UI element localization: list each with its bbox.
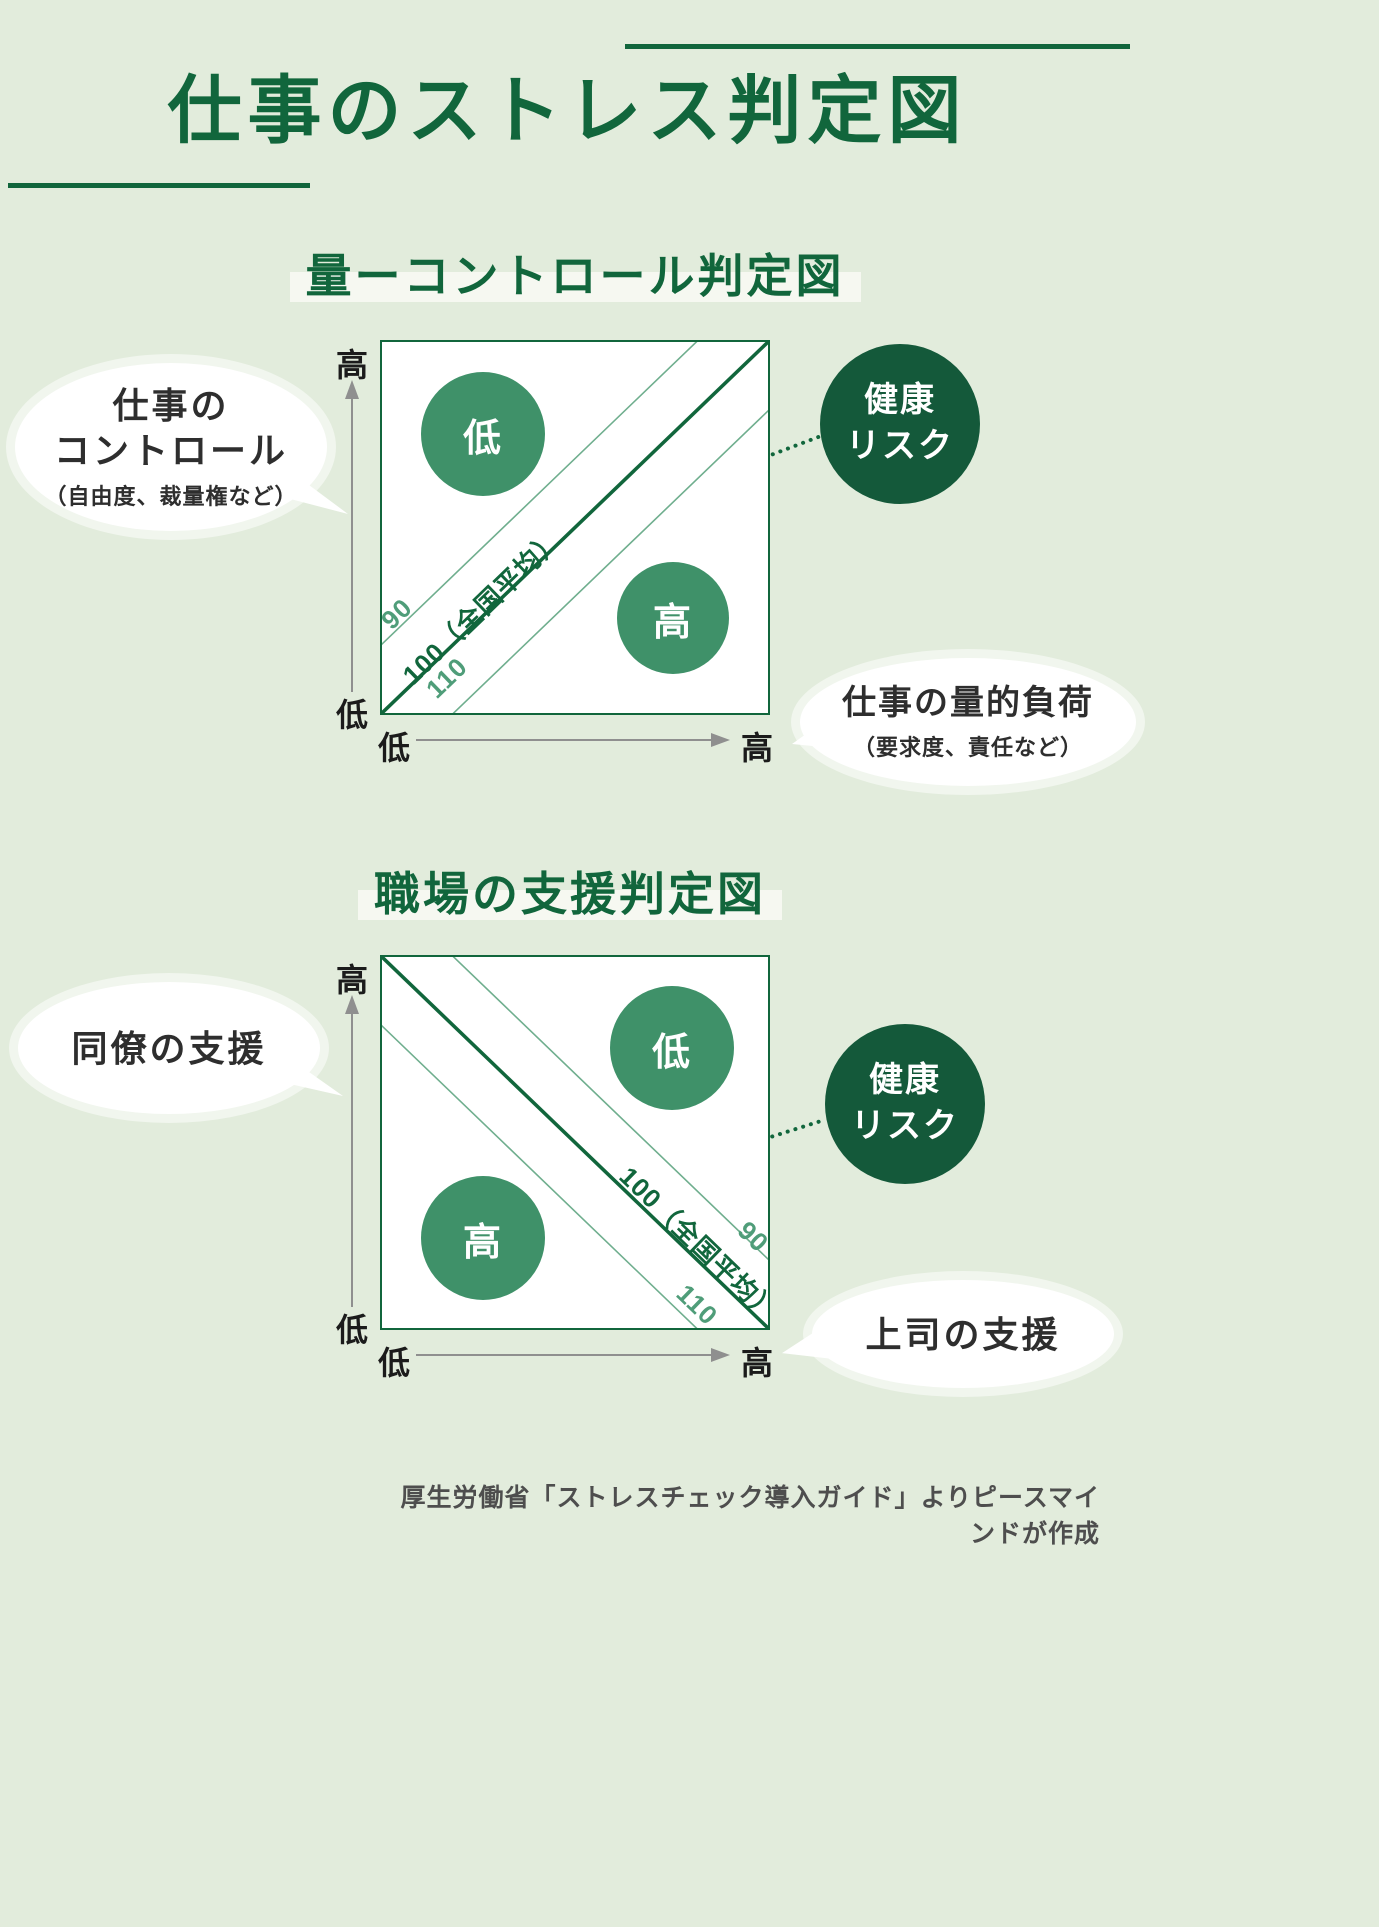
chart1-y-axis-high-label: 高 <box>335 347 368 383</box>
chart1-health-risk-line2: リスク <box>846 427 954 465</box>
decor-rule-bottom-left <box>8 183 310 188</box>
chart2-line-90 <box>452 957 768 1261</box>
chart2-x-axis-low-label: 低 <box>377 1345 410 1381</box>
decor-rule-top-right <box>625 44 1130 49</box>
chart1-y-bubble-line2: コントロール <box>53 430 288 471</box>
page-title: 仕事のストレス判定図 <box>167 69 968 152</box>
chart2-health-risk-line1: 健康 <box>869 1061 941 1100</box>
chart2-health-risk-line2: リスク <box>851 1107 959 1145</box>
attribution-text: 厚生労働省「ストレスチェック導入ガイド」よりピースマインドが作成 <box>400 1484 1100 1548</box>
chart1-y-bubble-line3: （自由度、裁量権など） <box>44 484 298 509</box>
chart1-x-bubble-line2: （要求度、責任など） <box>852 735 1083 761</box>
chart1-line-90 <box>382 342 698 646</box>
chart2-high-risk-zone: 高 <box>421 1176 545 1300</box>
chart1-x-axis-arrow-icon <box>711 733 730 747</box>
chart2-low-risk-zone: 低 <box>610 986 734 1110</box>
chart1-health-risk-badge: 健康 リスク <box>820 344 980 504</box>
chart1-line-100-national-average <box>382 342 768 713</box>
chart1-high-risk-zone: 高 <box>617 562 729 674</box>
chart2-title-text: 職場の支援判定図 <box>358 868 782 920</box>
chart1-x-bubble-line1: 仕事の量的負荷 <box>842 683 1094 722</box>
chart2-y-axis-low-label: 低 <box>335 1312 368 1348</box>
chart2-y-bubble-line1: 同僚の支援 <box>71 1027 267 1069</box>
chart2-risk-lines <box>382 957 768 1328</box>
chart2-line-110 <box>382 1024 698 1328</box>
chart1-x-axis-low-label: 低 <box>377 730 410 766</box>
chart2-y-axis-high-label: 高 <box>335 962 368 998</box>
chart1-y-axis-bubble: 仕事の コントロール （自由度、裁量権など） <box>15 363 327 531</box>
chart2-y-axis-bubble: 同僚の支援 <box>18 982 320 1114</box>
chart2-title: 職場の支援判定図 <box>220 858 920 924</box>
chart2-x-axis-bubble: 上司の支援 <box>812 1280 1114 1388</box>
chart2-x-axis-arrow-icon <box>711 1348 730 1362</box>
chart1-x-axis-bubble: 仕事の量的負荷 （要求度、責任など） <box>800 658 1136 786</box>
chart1-low-risk-zone: 低 <box>421 372 545 496</box>
chart1-y-bubble-line1: 仕事の <box>112 385 230 426</box>
chart2-x-axis-high-label: 高 <box>740 1345 773 1381</box>
chart1-risk-lines <box>382 342 768 713</box>
chart1-title: 量ーコントロール判定図 <box>230 240 920 306</box>
chart1-x-axis-high-label: 高 <box>740 730 773 766</box>
chart2-health-risk-badge: 健康 リスク <box>825 1024 985 1184</box>
chart1-y-axis-low-label: 低 <box>335 697 368 733</box>
chart1-line-110 <box>452 409 768 713</box>
chart2-x-bubble-line1: 上司の支援 <box>865 1313 1061 1355</box>
chart1-title-text: 量ーコントロール判定図 <box>289 250 861 302</box>
chart1-health-risk-line1: 健康 <box>864 381 936 420</box>
chart2-line-100-national-average <box>382 957 768 1328</box>
